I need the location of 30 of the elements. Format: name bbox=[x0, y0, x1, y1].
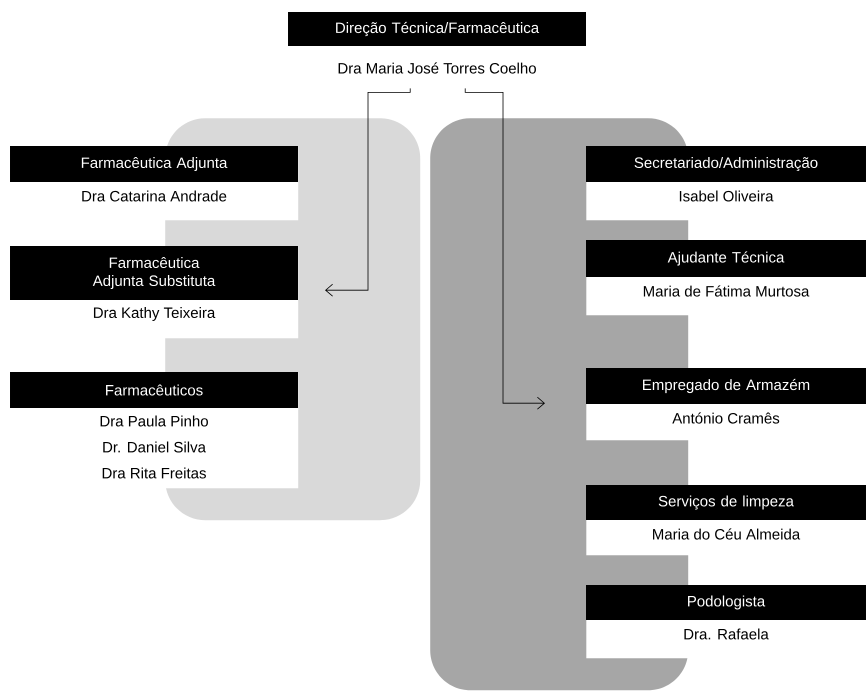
node-label: Dra Kathy Teixeira bbox=[94, 307, 216, 321]
node-label: Serviços de limpeza bbox=[658, 495, 794, 510]
node-label: Isabel Oliveira bbox=[680, 190, 774, 202]
role-card: Ajudante Técnica Maria de Fátima Murtosa bbox=[586, 240, 866, 316]
role-card: Direção Técnica/Farmacêutica Dra Maria José Torres Coelho bbox=[288, 12, 586, 88]
node-label: Dra Maria José Torres Coelho bbox=[338, 62, 536, 74]
role-card: Farmacêutica Adjunta Substituta Dra Kathy Teixeira bbox=[10, 246, 298, 338]
node-label: Farmacêuticos bbox=[106, 384, 203, 396]
node-label: Secretariado/Administração bbox=[634, 156, 818, 172]
role-card: Empregado de Armazém António Cramês bbox=[586, 368, 866, 440]
role-card: Podologista Dra. Rafaela bbox=[586, 585, 866, 658]
node-label: Ajudante Técnica bbox=[668, 251, 784, 266]
node-label: Maria do Céu Almeida bbox=[653, 528, 800, 540]
node-label: Farmacêutica Adjunta Substituta bbox=[92, 256, 216, 290]
role-card: Serviços de limpeza Maria do Céu Almeida bbox=[586, 485, 866, 556]
arrow bbox=[325, 88, 411, 297]
node-label: Dra Paula Pinho bbox=[100, 415, 208, 426]
node-label: Maria de Fátima Murtosa bbox=[644, 285, 810, 297]
node-label: Empregado de Armazém bbox=[643, 378, 810, 394]
node-label: Podologista bbox=[688, 596, 766, 610]
role-card: Farmacêutica Adjunta Dra Catarina Andrade bbox=[10, 146, 298, 220]
node-label: Dr. Daniel Silva bbox=[103, 441, 206, 452]
node-label: Dra Rita Freitas bbox=[102, 467, 206, 478]
node-label: Dra. Rafaela bbox=[684, 628, 769, 640]
node-label: Farmacêutica Adjunta bbox=[82, 156, 228, 172]
node-label: António Cramês bbox=[672, 412, 780, 424]
node-label: Dra Catarina Andrade bbox=[82, 190, 226, 202]
arrow bbox=[464, 88, 545, 410]
role-card: Secretariado/Administração Isabel Oliveira bbox=[586, 146, 866, 220]
role-card: Farmacêuticos Dra Paula Pinho Dr. Daniel Silva Dra Rita Freitas bbox=[10, 372, 298, 488]
